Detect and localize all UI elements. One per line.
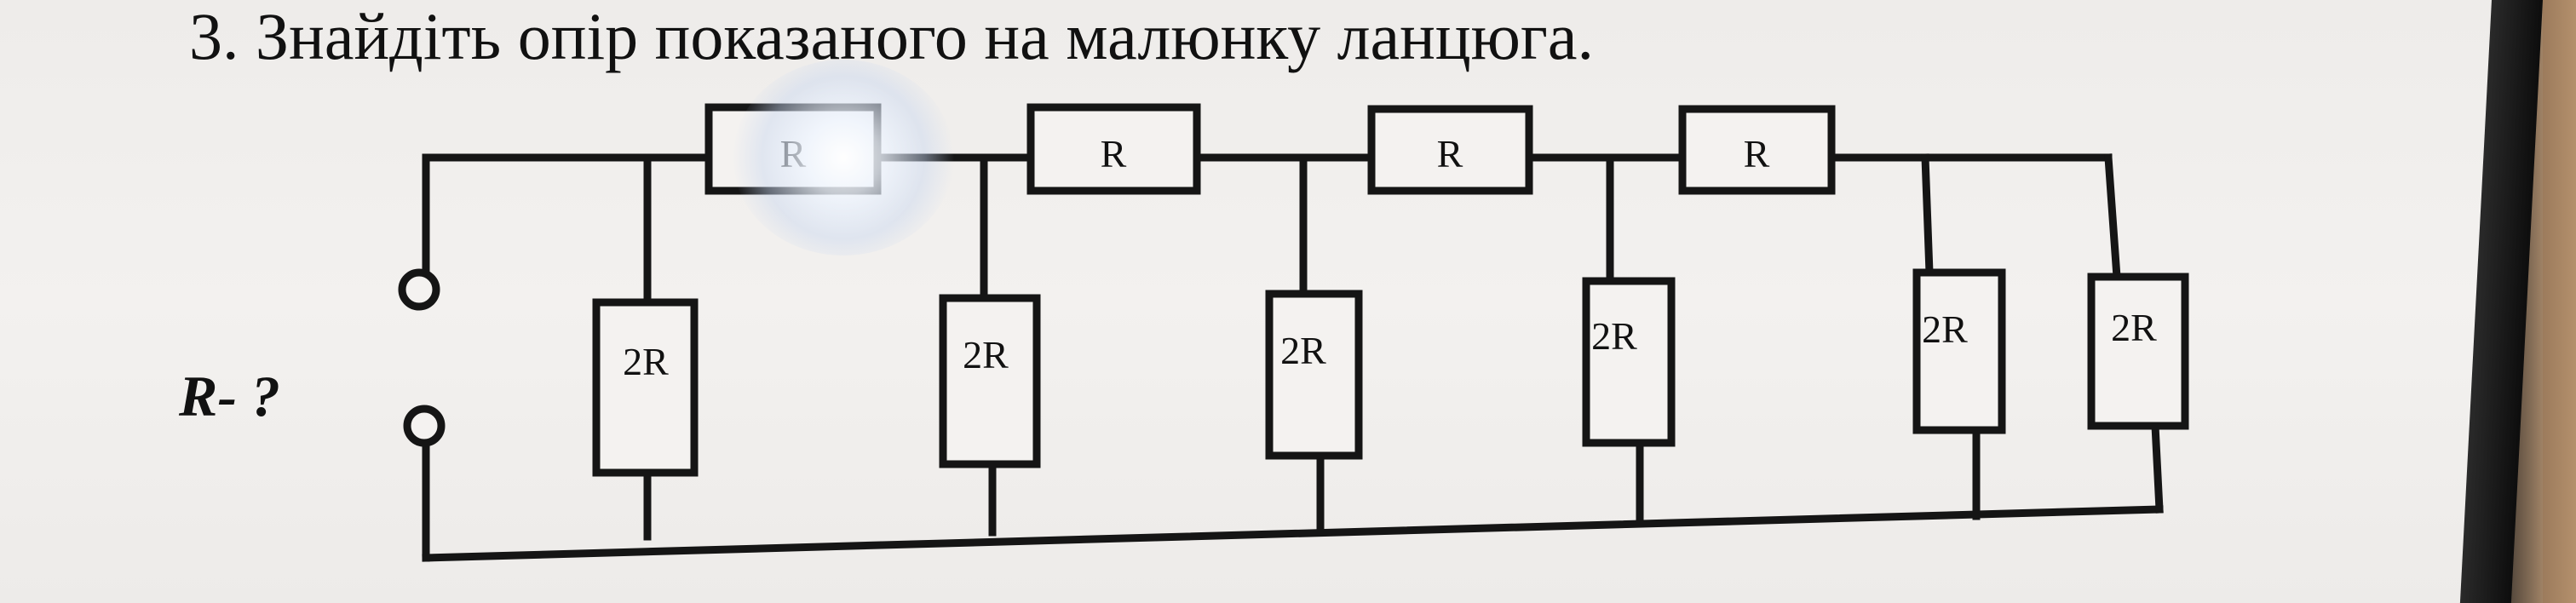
series-resistor-label: R — [1744, 132, 1770, 175]
bottom-rail-wire — [422, 505, 2164, 562]
series-resistor-label: R — [1101, 132, 1127, 175]
shunt-resistor-3: 2R — [1265, 290, 1363, 460]
shunt-resistor-label: 2R — [2111, 306, 2157, 349]
shunt-resistor-label: 2R — [623, 340, 669, 383]
shunt-resistor-5: 2R — [1912, 268, 2006, 434]
shunt-resistor-label: 2R — [963, 333, 1009, 376]
shunt-resistor-6: 2R — [2087, 273, 2189, 430]
shunt-resistor-label: 2R — [1922, 307, 1968, 351]
shunt-resistor-1: 2R — [592, 298, 699, 477]
series-resistor-label: R — [780, 132, 807, 175]
input-terminal-bottom — [403, 405, 446, 447]
series-resistor-4: R — [1678, 105, 1836, 195]
shunt-resistor-4: 2R — [1582, 277, 1676, 447]
series-resistor-3: R — [1367, 105, 1533, 195]
desk-background — [2543, 0, 2576, 603]
shunt-branch-wires — [643, 153, 1981, 541]
end-lead-wire — [2104, 153, 2164, 514]
equivalent-resistance-question: R- ? — [178, 364, 280, 428]
shunt-resistor-label: 2R — [1591, 314, 1637, 358]
shunt-resistor-2: 2R — [939, 294, 1041, 468]
series-resistor-label: R — [1437, 132, 1463, 175]
input-terminal-top — [398, 268, 440, 311]
series-resistor-2: R — [1026, 103, 1201, 195]
series-resistor-1: R — [704, 103, 882, 195]
shunt-resistor-label: 2R — [1280, 329, 1326, 372]
